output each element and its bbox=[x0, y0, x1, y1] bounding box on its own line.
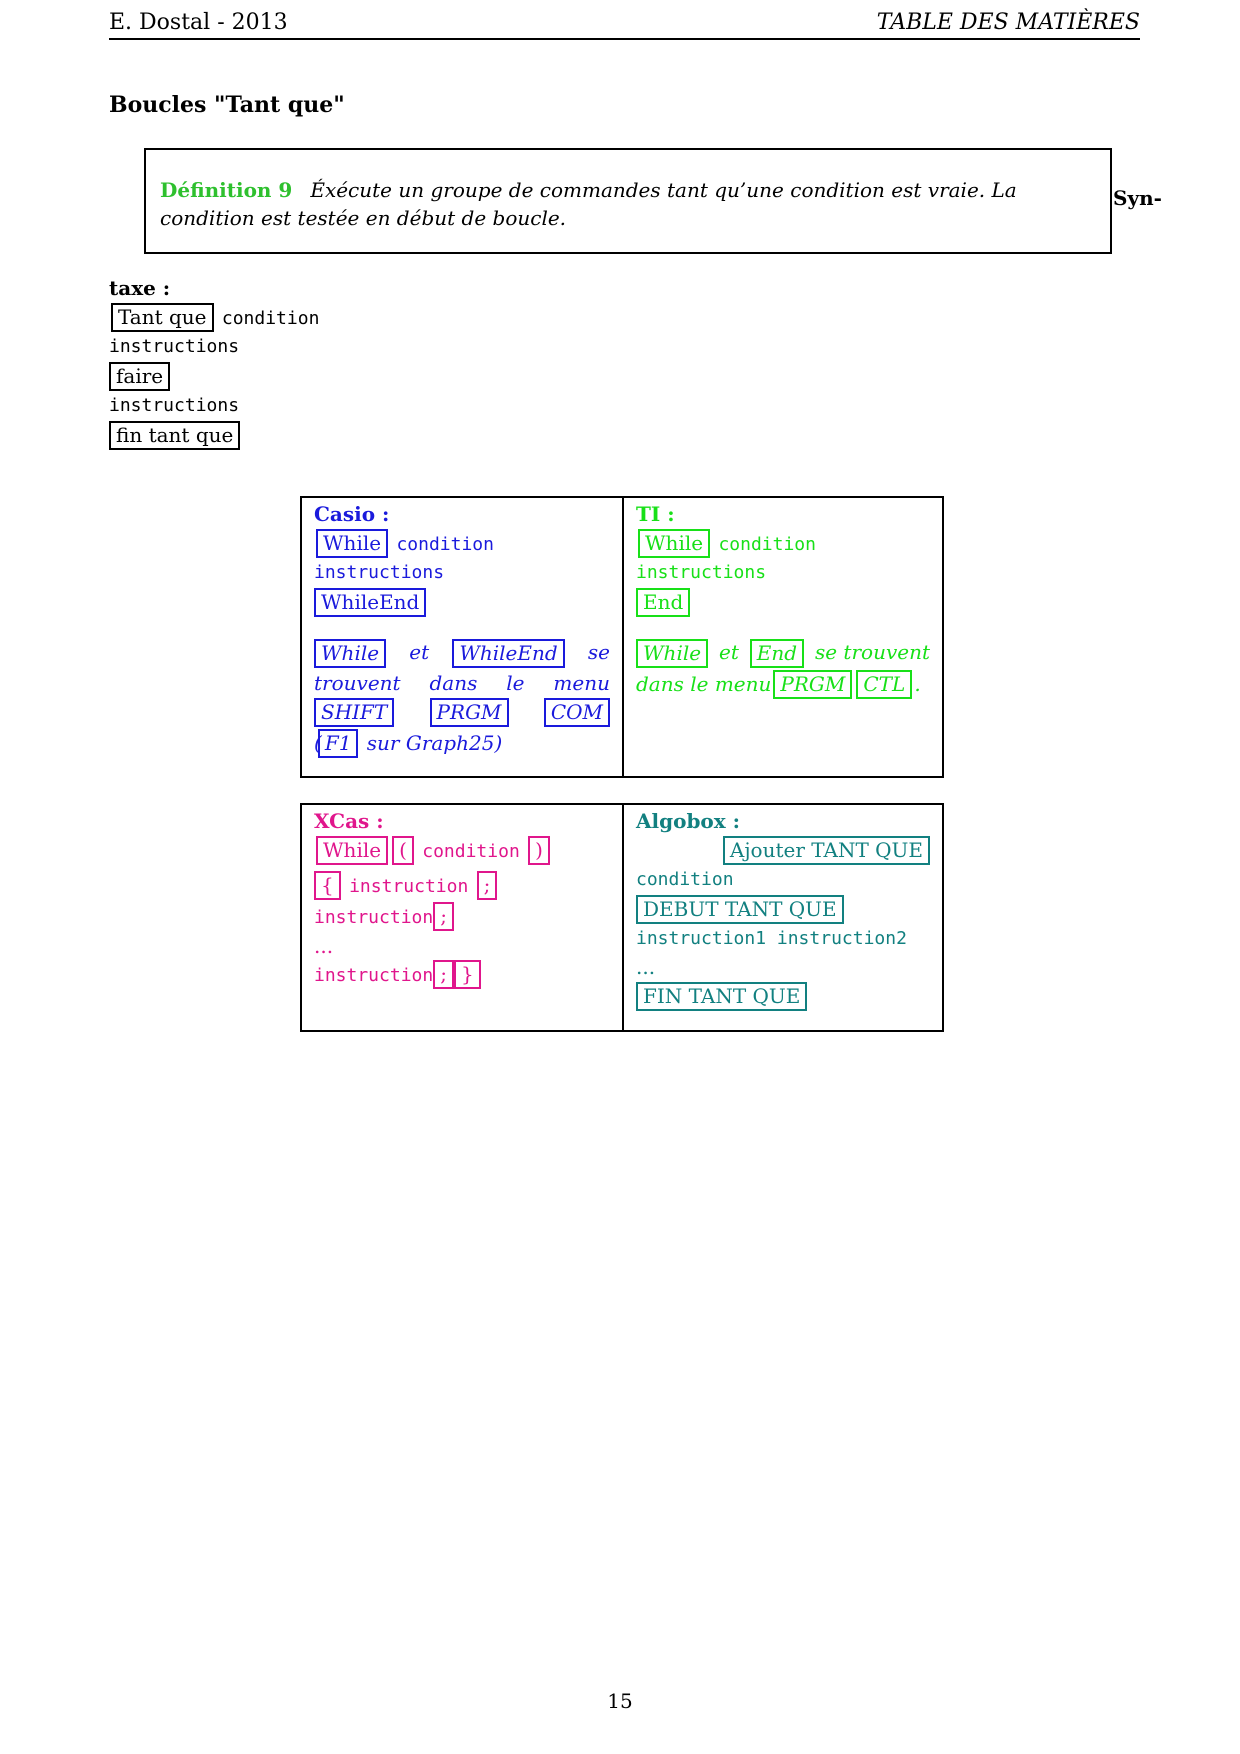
xcas-instruction-1: instruction bbox=[349, 876, 469, 897]
ti-note-se: se trouvent bbox=[814, 640, 930, 664]
ti-key-prgm: PRGM bbox=[773, 670, 853, 699]
casio-cell: Casio : While condition instructions Whi… bbox=[302, 498, 622, 776]
casio-heading: Casio : bbox=[314, 502, 390, 526]
casio-key-f1: F1 bbox=[317, 729, 359, 758]
definition-label: Définition 9 bbox=[160, 178, 293, 202]
header-section: TABLE DES MATIÈRES bbox=[876, 10, 1140, 35]
casio-note-while: While bbox=[314, 639, 387, 668]
algobox-heading: Algobox : bbox=[636, 809, 741, 833]
syntax-label-fragment: Syn- bbox=[1113, 186, 1162, 210]
casio-note-whileend: WhileEnd bbox=[452, 639, 565, 668]
xcas-instruction-3: instruction bbox=[314, 965, 434, 986]
header-author: E. Dostal - 2013 bbox=[109, 10, 288, 35]
casio-instructions: instructions bbox=[314, 562, 445, 583]
xcas-semicolon-2: ; bbox=[433, 902, 454, 931]
ti-note-while: While bbox=[636, 639, 709, 668]
ti-keyword-end: End bbox=[636, 588, 691, 617]
definition-text: Éxécute un groupe de commandes tant qu’u… bbox=[160, 178, 1017, 230]
page-number: 15 bbox=[607, 1689, 633, 1713]
calculators-table: Casio : While condition instructions Whi… bbox=[300, 496, 944, 778]
algobox-debut-tant-que: DEBUT TANT QUE bbox=[636, 895, 844, 924]
casio-key-shift: SHIFT bbox=[314, 698, 395, 727]
xcas-instruction-2: instruction bbox=[314, 907, 434, 928]
generic-syntax: taxe : Tant que condition instructions f… bbox=[109, 274, 319, 451]
keyword-faire: faire bbox=[109, 362, 171, 391]
xcas-paren-open: ( bbox=[392, 836, 414, 865]
casio-keyword-whileend: WhileEnd bbox=[314, 588, 427, 617]
ti-period: . bbox=[914, 672, 921, 696]
algobox-instructions: instruction1 instruction2 bbox=[636, 928, 907, 949]
ti-instructions: instructions bbox=[636, 562, 767, 583]
syntax-heading: taxe : bbox=[109, 276, 171, 300]
keyword-tant-que: Tant que bbox=[111, 303, 214, 332]
casio-key-com: COM bbox=[543, 698, 610, 727]
xcas-condition: condition bbox=[422, 841, 520, 862]
ti-keyword-while: While bbox=[638, 529, 711, 558]
casio-note-line2: trouvent dans le menu bbox=[314, 671, 610, 695]
xcas-brace-close: } bbox=[453, 960, 481, 989]
xcas-brace-open: { bbox=[314, 871, 341, 900]
keyword-fin-tant-que: fin tant que bbox=[109, 421, 241, 450]
xcas-keyword-while: While bbox=[316, 836, 389, 865]
xcas-semicolon-3: ; bbox=[433, 960, 454, 989]
software-table: XCas : While( condition ) { instruction … bbox=[300, 803, 944, 1032]
algobox-ajouter-tant-que-button: Ajouter TANT QUE bbox=[722, 836, 930, 865]
ti-cell: TI : While condition instructions End Wh… bbox=[622, 498, 942, 776]
xcas-cell: XCas : While( condition ) { instruction … bbox=[302, 805, 622, 1030]
algobox-ellipsis: ... bbox=[636, 955, 656, 979]
ti-key-ctl: CTL bbox=[856, 670, 913, 699]
xcas-heading: XCas : bbox=[314, 809, 384, 833]
algobox-cell: Algobox : Ajouter TANT QUE condition DEB… bbox=[622, 805, 942, 1030]
algobox-fin-tant-que: FIN TANT QUE bbox=[636, 982, 808, 1011]
ti-condition: condition bbox=[718, 534, 816, 555]
casio-note-end: sur Graph25) bbox=[366, 731, 503, 755]
casio-note-se: se bbox=[587, 640, 610, 664]
ti-note-et: et bbox=[718, 640, 739, 664]
xcas-paren-close: ) bbox=[528, 836, 550, 865]
syntax-instructions-2: instructions bbox=[109, 395, 240, 416]
casio-keyword-while: While bbox=[316, 529, 389, 558]
casio-key-prgm: PRGM bbox=[429, 698, 509, 727]
header-rule bbox=[109, 38, 1140, 40]
casio-note-et: et bbox=[409, 640, 430, 664]
ti-note-dans: dans le menu bbox=[636, 672, 772, 696]
ti-note-end: End bbox=[749, 639, 805, 668]
xcas-ellipsis: ... bbox=[314, 934, 334, 958]
syntax-condition: condition bbox=[221, 308, 320, 329]
syntax-instructions-1: instructions bbox=[109, 336, 240, 357]
ti-heading: TI : bbox=[636, 502, 675, 526]
xcas-semicolon-1: ; bbox=[476, 871, 498, 900]
casio-condition: condition bbox=[396, 534, 494, 555]
section-title: Boucles "Tant que" bbox=[109, 92, 345, 118]
algobox-condition: condition bbox=[636, 869, 734, 890]
